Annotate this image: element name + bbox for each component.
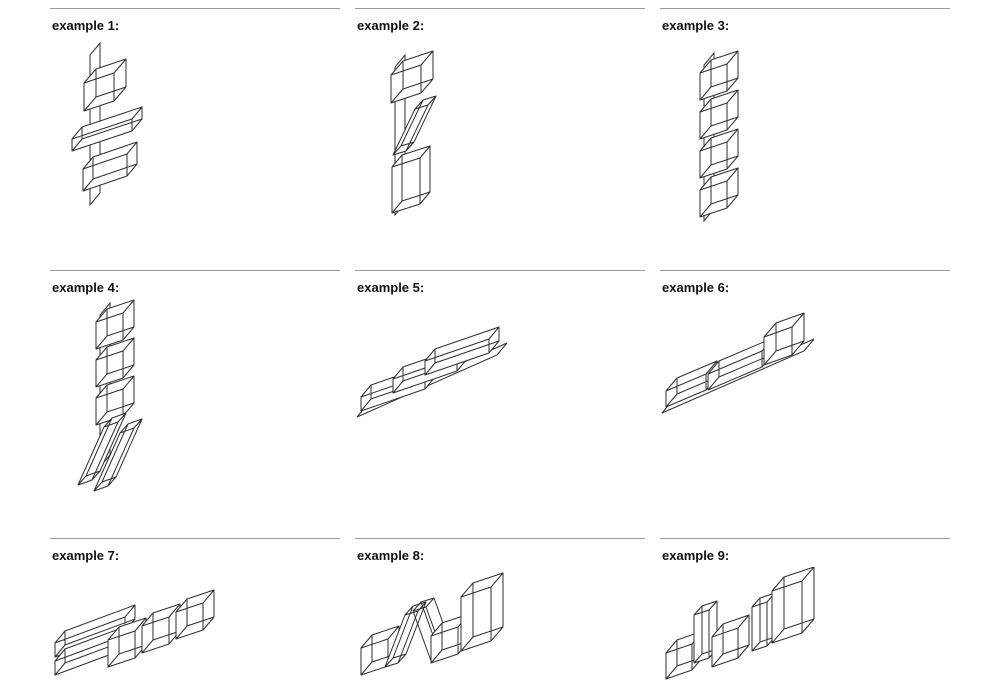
example-cell-9: example 9: (660, 538, 950, 700)
box-fill (764, 313, 804, 365)
figure-example-6 (661, 312, 815, 414)
divider-line (50, 270, 340, 271)
box-fill (431, 614, 469, 663)
box-shape (82, 141, 138, 192)
box-shape (424, 326, 500, 376)
example-label: example 4: (52, 280, 120, 295)
box-shape (699, 89, 739, 140)
box-fill (700, 90, 738, 139)
example-cell-8: example 8: (355, 538, 645, 700)
box-fill (666, 361, 717, 407)
example-cell-1: example 1: (50, 8, 340, 270)
box-shape (460, 572, 504, 652)
divider-line (355, 8, 645, 9)
box-fill (461, 573, 503, 651)
example-label: example 8: (357, 548, 425, 563)
box-shape (392, 95, 437, 156)
box-fill (694, 601, 717, 663)
example-cell-2: example 2: (355, 8, 645, 270)
box-fill (392, 146, 430, 213)
example-label: example 3: (662, 18, 730, 33)
divider-line (355, 270, 645, 271)
box-fill (700, 168, 738, 217)
example-cell-6: example 6: (660, 270, 950, 538)
figure-example-3 (699, 50, 739, 223)
box-shape (711, 614, 750, 668)
figure-example-8 (360, 572, 504, 676)
box-fill (712, 615, 749, 667)
box-shape (95, 337, 135, 388)
divider-line (660, 8, 950, 9)
divider-line (355, 538, 645, 539)
box-fill (96, 338, 134, 387)
example-label: example 9: (662, 548, 730, 563)
box-shape (771, 567, 815, 644)
example-label: example 5: (357, 280, 425, 295)
example-label: example 7: (52, 548, 120, 563)
example-label: example 1: (52, 18, 120, 33)
box-shape (699, 128, 739, 179)
box-shape (175, 589, 215, 640)
example-cell-3: example 3: (660, 8, 950, 270)
figure-example-2 (390, 50, 437, 217)
box-fill (55, 605, 135, 657)
figure-example-4 (77, 299, 143, 492)
box-fill (83, 142, 137, 191)
box-shape (77, 412, 127, 486)
divider-line (660, 270, 950, 271)
box-shape (699, 167, 739, 218)
box-fill (700, 129, 738, 178)
figure-example-9 (665, 567, 815, 680)
example-cell-7: example 7: (50, 538, 340, 700)
box-shape (83, 58, 127, 112)
example-cell-4: example 4: (50, 270, 340, 538)
divider-line (50, 8, 340, 9)
box-fill (772, 567, 814, 643)
example-cell-5: example 5: (355, 270, 645, 538)
box-fill (708, 338, 773, 390)
example-label: example 2: (357, 18, 425, 33)
box-shape (390, 50, 434, 104)
divider-line (660, 538, 950, 539)
box-fill (176, 590, 214, 639)
box-fill (96, 300, 134, 349)
box-fill (72, 107, 142, 151)
box-shape (93, 418, 143, 492)
box-fill (96, 376, 134, 425)
figure-example-5 (356, 326, 508, 418)
box-shape (699, 50, 739, 101)
box-shape (391, 145, 431, 214)
box-fill (752, 593, 775, 651)
box-fill (142, 604, 180, 653)
box-shape (95, 299, 135, 350)
figure-example-7 (54, 589, 215, 676)
box-fill (425, 327, 499, 375)
figure-example-1 (71, 41, 143, 207)
box-shape (71, 106, 143, 152)
divider-line (50, 538, 340, 539)
box-fill (108, 618, 146, 667)
example-label: example 6: (662, 280, 730, 295)
box-fill (700, 51, 738, 100)
box-shape (763, 312, 805, 366)
